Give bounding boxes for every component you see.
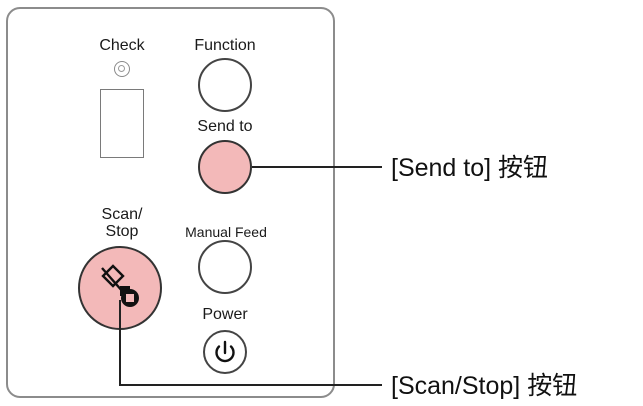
manual-feed-label: Manual Feed [185,224,267,240]
scan-stop-callout: [Scan/Stop] 按钮 [391,372,578,400]
function-label: Function [194,37,256,54]
send-to-button[interactable] [198,140,252,194]
scan-stop-icon [101,264,139,307]
power-button[interactable] [203,330,247,374]
function-number-display [100,89,144,158]
check-indicator-led [114,61,130,77]
check-label: Check [99,37,145,54]
function-button[interactable] [198,58,252,112]
operator-panel [6,7,335,398]
power-label: Power [202,306,248,323]
scan-stop-leader-line [119,300,382,386]
scan-stop-label: Scan/ Stop [101,206,143,240]
scan-stop-button[interactable] [78,246,162,330]
send-to-label: Send to [197,118,253,135]
send-to-callout: [Send to] 按钮 [391,154,549,182]
power-icon [215,340,235,363]
manual-feed-button[interactable] [198,240,252,294]
